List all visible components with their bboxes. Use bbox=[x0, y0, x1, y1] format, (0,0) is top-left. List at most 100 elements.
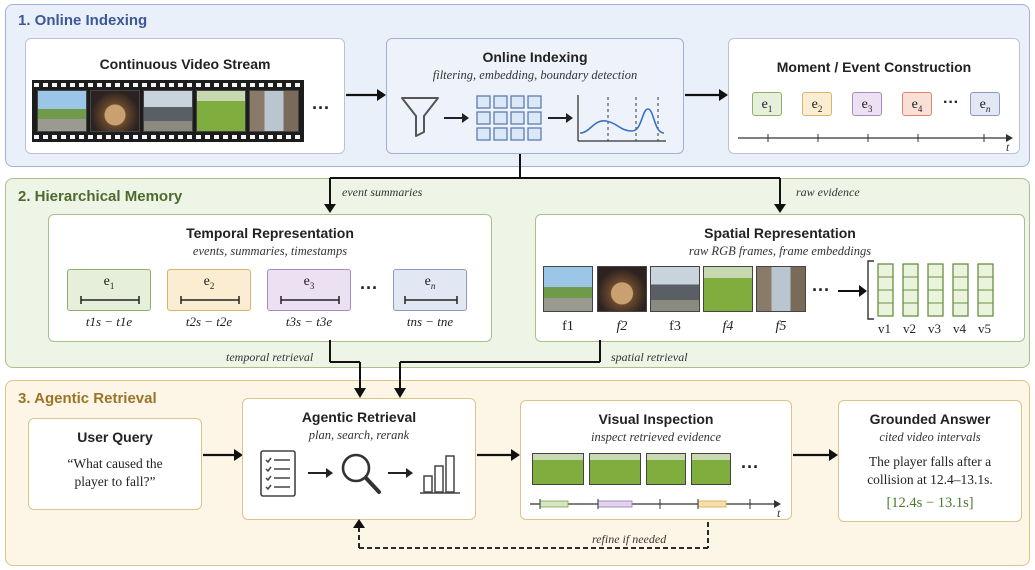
moment-event-e2-label: e bbox=[811, 97, 818, 112]
temporal-representation-title: Temporal Representation bbox=[186, 225, 354, 241]
vector-label-v1: v1 bbox=[872, 321, 897, 337]
moment-event-e1-label: e bbox=[761, 97, 768, 112]
user-query-text: “What caused the player to fall?” bbox=[67, 456, 163, 489]
moment-event-en: en bbox=[970, 92, 1000, 116]
temporal-range-e3: t3s − t3e bbox=[285, 314, 333, 329]
moment-event-e3-label: e bbox=[861, 97, 868, 112]
stream-frame-people bbox=[143, 90, 193, 132]
spatial-frame-label-f1: f1 bbox=[543, 319, 593, 335]
vector-label-text-4: v4 bbox=[953, 321, 966, 336]
grounded-answer-title: Grounded Answer bbox=[869, 411, 991, 427]
connector-indexing-to-memory bbox=[324, 154, 786, 213]
arrow-indexing-to-moment bbox=[685, 89, 728, 101]
moment-event-e4-sub: 4 bbox=[917, 103, 923, 114]
grounded-answer-card: Grounded Answer cited video intervals Th… bbox=[838, 400, 1022, 522]
spatial-frame-label-f3: f3 bbox=[650, 319, 700, 335]
frame-label-text-4: f4 bbox=[722, 319, 734, 334]
agentic-retrieval-title: Agentic Retrieval bbox=[301, 409, 417, 425]
moment-event-e4: e4 bbox=[902, 92, 932, 116]
inspection-frame-4 bbox=[691, 453, 731, 485]
temporal-event-e3-label: e bbox=[303, 274, 310, 289]
moment-event-e3: e3 bbox=[852, 92, 882, 116]
arrow-icon-search bbox=[388, 468, 413, 478]
spatial-representation-subtitle: raw RGB frames, frame embeddings bbox=[688, 244, 872, 258]
inspection-frame-3 bbox=[646, 453, 686, 485]
arrow-stream-to-indexing bbox=[346, 89, 386, 101]
inspection-axis-label: t bbox=[777, 506, 781, 520]
frame-label-text-5: f5 bbox=[775, 319, 787, 334]
checklist-icon bbox=[260, 450, 296, 497]
temporal-event-e2-label: e bbox=[203, 274, 210, 289]
inspection-timeline-axis bbox=[530, 499, 781, 509]
arrow-agentic-to-inspection bbox=[477, 449, 520, 461]
label-raw-evidence: raw evidence bbox=[796, 185, 860, 199]
film-strip-holes-bottom bbox=[34, 135, 302, 139]
moment-event-e2: e2 bbox=[802, 92, 832, 116]
rerank-bar-icon bbox=[420, 455, 460, 494]
temporal-range-e1: t1s − t1e bbox=[85, 314, 133, 329]
label-event-summaries: event summaries bbox=[342, 185, 423, 199]
vector-label-text-1: v1 bbox=[878, 321, 891, 336]
embedding-grid-icon bbox=[476, 95, 542, 141]
moment-event-en-label: e bbox=[979, 97, 986, 112]
online-indexing-subtitle: filtering, embedding, boundary detection bbox=[432, 68, 638, 82]
frame-label-text-2: f2 bbox=[616, 319, 628, 334]
vector-label-text-5: v5 bbox=[978, 321, 991, 336]
temporal-event-en: en bbox=[393, 269, 467, 311]
embedding-vectors-icon bbox=[877, 263, 994, 317]
connector-memory-to-agentic bbox=[329, 340, 601, 398]
search-icon bbox=[341, 453, 381, 494]
temporal-event-en-sub: n bbox=[430, 280, 436, 291]
moment-event-e3-sub: 3 bbox=[867, 103, 873, 114]
arrow-query-to-agentic bbox=[203, 449, 243, 461]
stream-frame-field bbox=[196, 90, 246, 132]
refine-loop-arrow bbox=[353, 519, 709, 549]
label-spatial-retrieval: spatial retrieval bbox=[611, 350, 688, 364]
section-title-hierarchical-memory: 2. Hierarchical Memory bbox=[18, 188, 183, 205]
stream-frame-food bbox=[90, 90, 140, 132]
moment-event-e4-label: e bbox=[911, 97, 918, 112]
inspection-frame-2 bbox=[589, 453, 641, 485]
spatial-ellipsis: ··· bbox=[812, 280, 830, 300]
arrow-inspection-to-answer bbox=[793, 449, 838, 461]
vector-label-v3: v3 bbox=[922, 321, 947, 337]
stream-ellipsis: ··· bbox=[312, 98, 330, 118]
arrow-icon-filter bbox=[444, 113, 469, 123]
moment-construction-title: Moment / Event Construction bbox=[776, 59, 972, 75]
grounded-answer-text: The player falls after a collision at 12… bbox=[867, 454, 993, 487]
arrow-icon-embedding bbox=[548, 113, 573, 123]
spatial-frame-f5 bbox=[756, 266, 806, 312]
inspection-ellipsis: ··· bbox=[741, 457, 759, 477]
frame-label-text-3: f3 bbox=[669, 319, 681, 334]
temporal-ellipsis: ··· bbox=[360, 278, 378, 298]
arrow-icon-plan bbox=[308, 468, 333, 478]
vector-label-text-3: v3 bbox=[928, 321, 941, 336]
stream-frame-road bbox=[37, 90, 87, 132]
visual-inspection-subtitle: inspect retrieved evidence bbox=[590, 430, 722, 444]
temporal-event-e2-sub: 2 bbox=[209, 280, 215, 291]
moment-event-e1-sub: 1 bbox=[767, 103, 773, 114]
online-indexing-title: Online Indexing bbox=[482, 49, 588, 65]
spatial-representation-title: Spatial Representation bbox=[704, 225, 856, 241]
section-title-agentic-retrieval: 3. Agentic Retrieval bbox=[18, 390, 157, 407]
moment-axis-label: t bbox=[1006, 140, 1010, 154]
frame-label-text-1: f1 bbox=[562, 319, 574, 334]
moment-event-e2-sub: 2 bbox=[817, 103, 823, 114]
temporal-representation-subtitle: events, summaries, timestamps bbox=[192, 244, 348, 258]
vector-bracket bbox=[867, 260, 874, 320]
spatial-frame-label-f2: f2 bbox=[597, 319, 647, 335]
section-title-online-indexing: 1. Online Indexing bbox=[18, 12, 148, 29]
user-query-card: User Query “What caused the player to fa… bbox=[28, 418, 202, 510]
spatial-frame-f1 bbox=[543, 266, 593, 312]
temporal-event-e1: e1 bbox=[67, 269, 151, 311]
spatial-frame-f2 bbox=[597, 266, 647, 312]
label-refine-if-needed: refine if needed bbox=[592, 532, 667, 546]
moment-timeline-axis bbox=[738, 134, 1013, 142]
vector-label-v2: v2 bbox=[897, 321, 922, 337]
temporal-event-e2: e2 bbox=[167, 269, 251, 311]
temporal-range-e2: t2s − t2e bbox=[185, 314, 233, 329]
moment-event-en-sub: n bbox=[985, 103, 991, 114]
temporal-event-en-label: e bbox=[424, 274, 431, 289]
temporal-event-e1-label: e bbox=[103, 274, 110, 289]
vector-label-v5: v5 bbox=[972, 321, 997, 337]
